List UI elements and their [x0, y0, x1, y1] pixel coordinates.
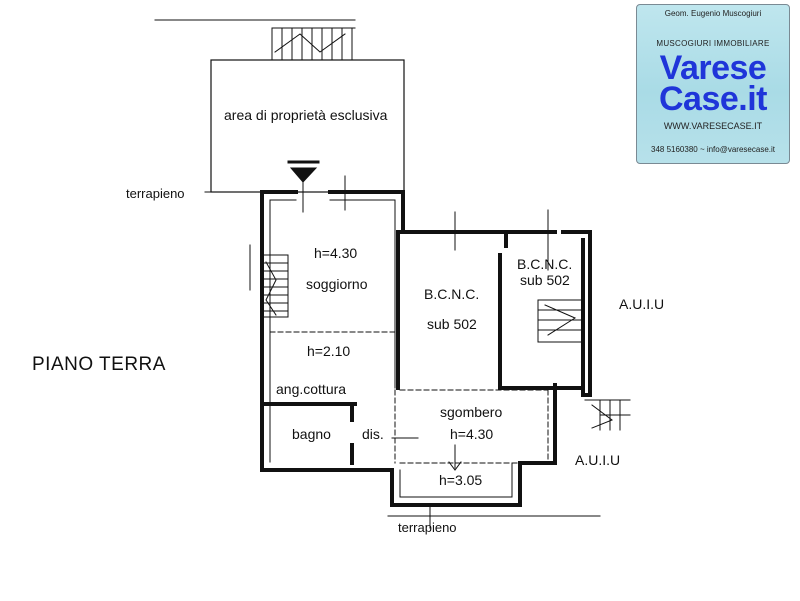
exclusive-area-outline: [210, 59, 405, 193]
dashed-partitions: [269, 331, 556, 464]
storage-height-label: h=4.30: [450, 426, 494, 442]
brand-line2: Case.it: [659, 80, 768, 118]
entrance-marker: [287, 160, 346, 213]
small-stair: [537, 299, 584, 343]
kitchen-height-label: h=2.10: [307, 343, 351, 359]
auiu-bottom-label: A.U.I.U: [575, 452, 621, 468]
website-text: WWW.VARESECASE.IT: [663, 121, 763, 131]
lower-height-label: h=3.05: [439, 472, 483, 488]
contact-text: 348 5160380 ~ info@varesecase.it: [651, 145, 775, 154]
bcnc-main-sub-label: sub 502: [427, 316, 477, 332]
embankment-bottom-label: terrapieno: [398, 520, 457, 535]
living-room-label: soggiorno: [306, 276, 368, 292]
interior-walls: [260, 230, 585, 465]
surveyor-name: Geom. Eugenio Muscogiuri: [664, 9, 762, 18]
storage-label: sgombero: [440, 404, 503, 420]
floor-title: PIANO TERRA: [32, 354, 166, 375]
exclusive-area-label: area di proprietà esclusiva: [224, 107, 388, 123]
hallway-label: dis.: [362, 426, 384, 442]
bcnc-small-label: B.C.N.C.: [517, 256, 573, 272]
agency-logo: Geom. Eugenio Muscogiuri MUSCOGIURI IMMO…: [636, 4, 790, 164]
embankment-left-label: terrapieno: [126, 186, 185, 201]
outside-stair: [584, 399, 631, 431]
brand-line1: Varese: [659, 49, 767, 87]
auiu-top-label: A.U.I.U: [619, 296, 665, 312]
kitchen-label: ang.cottura: [276, 381, 347, 397]
living-height-label: h=4.30: [314, 245, 358, 261]
bcnc-main-label: B.C.N.C.: [424, 286, 480, 302]
company-name: MUSCOGIURI IMMOBILIARE: [656, 39, 770, 48]
upper-stair: [154, 19, 356, 61]
bcnc-small-sub-label: sub 502: [520, 272, 570, 288]
left-stair: [249, 244, 289, 318]
bathroom-label: bagno: [292, 426, 331, 442]
